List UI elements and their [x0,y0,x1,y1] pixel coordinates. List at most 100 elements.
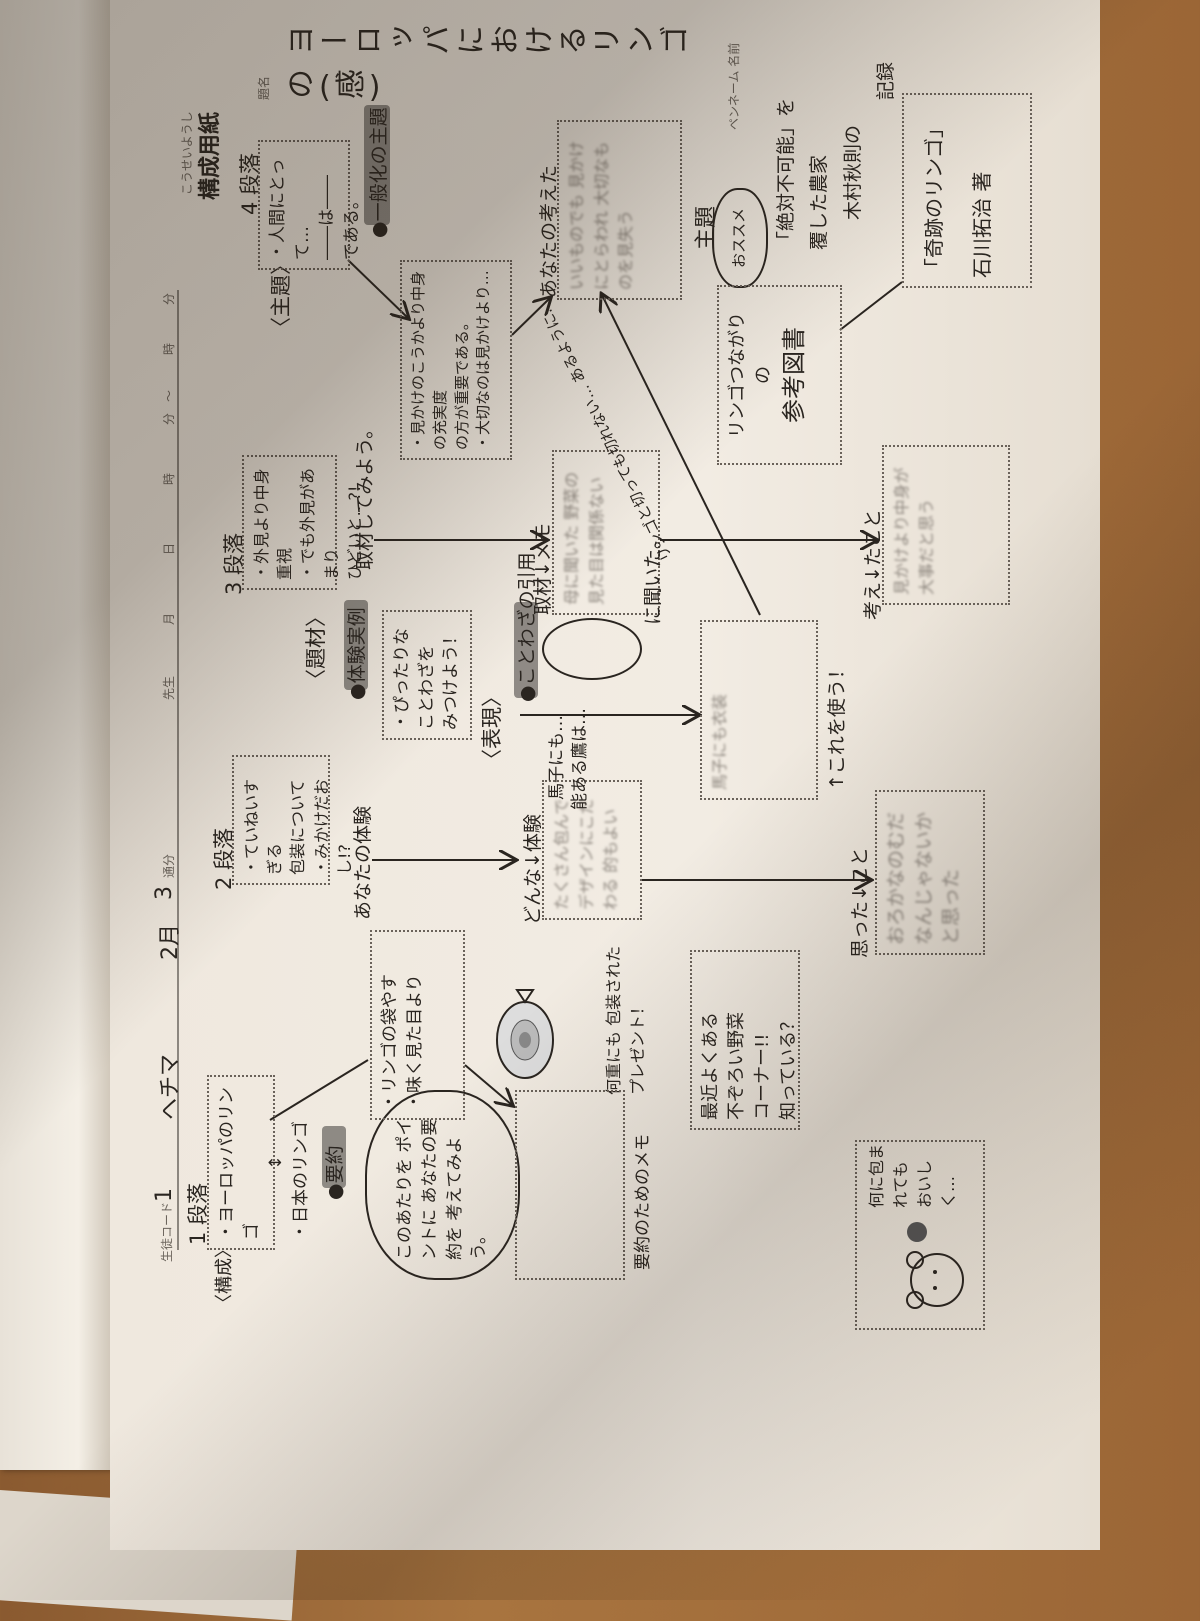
what-experience-label: どんな↓体験 [522,814,544,925]
book-note: 「絶対不可能」を 覆した農家 木村秋則の 記録 [770,62,903,250]
facing-page [0,0,112,1470]
bear-box: 何に包まれても おいしく… [855,1140,985,1330]
title-label: 題名 [257,75,271,100]
box-line: 知っている？ [778,1012,800,1120]
box-line: ・ぴったりな [392,628,412,730]
book-box: 「奇跡のリンゴ」 石川拓治 著 [902,93,1032,288]
conclusion-box: ・見かけのこうかより中身の充実度 の方が重要である。 ・大切なのは見かけより… [400,260,512,460]
sec2-box: ・ていねいすぎる 包装について ・みかけだおし!? [232,755,354,885]
box-line: ・でも外見があまり [298,467,341,580]
vegetable-box: 最近よくある 不ぞろい野菜 コーナー!! 知っている？ [690,950,800,1130]
proverb-2: 能ある鷹は… [570,708,590,810]
date-tilde: ～ [162,389,176,402]
form-title: 構成用紙 [198,111,223,200]
month: 2月 [158,924,183,960]
arrow-theme-to-conclusion [347,259,408,318]
note-line: 木村秋則の [841,124,864,220]
box-line: の方が重要である。 [452,315,471,450]
class-label: 通分 [162,853,176,878]
interviewee-cloud[interactable] [542,618,642,680]
box-line: ・リンゴの袋やす [380,974,400,1110]
date-hour-end: 時 [162,342,176,355]
box-line: ことわざを [416,645,437,730]
box-line: 何に包まれても [867,1143,910,1208]
essay-title: ヨーロッパにおけるリンゴの(感) [285,26,693,105]
interview-text: 母に聞いた 野菜の見た目は関係ない [562,471,606,605]
rose-drawing-icon [496,989,554,1079]
material-label: 〈題材〉 [304,606,328,690]
box-line: 最近よくある [700,1012,721,1120]
note-line: 記録 [874,61,897,100]
sec3-box: ・外見より中身重視 ・でも外見があまり ひどいと…?! [242,455,364,590]
consider-text: 見かけより中身が大事だと思う [892,467,936,595]
use-box[interactable]: 馬子にも衣装 [700,620,818,800]
box-line: ・大切なのは見かけより… [474,270,493,450]
worksheet: 生徒コード 1 ヘチマ 2月 3 通分 先生 月 日 時 分 ～ 時 分 こうせ… [110,0,1100,1550]
box-line: ・日本のリンゴ [290,1121,311,1240]
summary-label: ●要約 [324,1145,346,1200]
arrow-conclusion-to-theme [511,298,550,336]
interview-label: 取材↓メモ [532,523,554,615]
example-label: ●体験実例 [346,607,368,700]
use-label: ↑これを使う！ [826,660,848,790]
box-line: ・人間にとって… [268,158,313,261]
name-label: ペンネーム 名前 [727,42,741,130]
box-line: ――は―― [317,175,338,260]
sec1-box: ・ヨーロッパのリンゴ ↕ ・日本のリンゴ [207,1075,311,1250]
box-line: 包装について [288,779,308,875]
line-reference-to-book [839,281,903,331]
rose-caption: 何重にも 包装された プレゼント！ [604,945,647,1095]
consider-label: 考え↓たこと [862,509,884,620]
line-box1-to-point [269,1059,369,1121]
general-theme-label: ●一般化の主題 [368,107,390,238]
box-line: リンゴつながり [727,312,748,438]
connector-lines [177,259,903,1250]
reference-box: リンゴつながり の 参考図書 [717,285,842,465]
your-theme-text: いいものでも 見かけにとらわれ 大切なものを見失う [567,140,636,290]
box-line: 不ぞろい野菜 [726,1012,748,1120]
sec4-box: ・人間にとって… ――は―― である。 [258,140,362,270]
box-line: 参考図書 [780,327,809,423]
teacher-label: 先生 [162,675,176,700]
student-code-label: 生徒コード [160,1201,174,1262]
date-hour: 時 [162,472,176,485]
day: 3 [152,886,177,900]
diagonal-line [602,295,761,616]
box-line: ↕ [266,1155,287,1170]
date-day: 日 [162,542,176,555]
thought-box[interactable]: おろかなのむだなんじゃないかと思った [875,790,985,955]
recommend-cloud: おススメ [712,188,768,288]
date-minute-end: 分 [162,292,176,305]
date-minute: 分 [162,412,176,425]
proverb-box: ・ぴったりな ことわざを みつけよう！ [382,610,472,740]
box-line: みつけよう！ [441,628,462,730]
note-line: 覆した農家 [808,154,831,250]
point-box: ・リンゴの袋やす ・味く見た目より [370,930,465,1120]
interview-prompt: 取材してみよう。 [354,419,376,570]
box-line: 石川拓治 著 [970,171,994,278]
date-month: 月 [162,612,176,625]
experience-box[interactable]: たくさん包んで デザインにこだわる 的もよい [542,780,642,920]
student-name: ヘチマ [158,1053,183,1120]
box-line: である。 [341,192,362,260]
box-line: ・外見より中身重視 [252,468,295,580]
arrow-point-to-memo [464,1064,512,1105]
box-line: の [753,366,775,384]
thought-label: 思った↓こと [849,847,871,958]
box-line: 「奇跡のリンゴ」 [922,118,946,278]
summary-memo-box[interactable] [515,1090,625,1280]
box-line: ・ていねいすぎる [242,778,285,875]
box-line: ・見かけのこうかより中身の充実度 [409,271,449,450]
bear-drawing-icon [906,1222,964,1309]
expression-label: 〈表現〉 [480,686,504,770]
thought-text: おろかなのむだなんじゃないかと思った [885,811,963,945]
experience-text: たくさん包んで デザインにこだわる 的もよい [552,798,621,910]
note-line: 「絶対不可能」を [775,97,797,250]
consider-box[interactable]: 見かけより中身が大事だと思う [882,445,1010,605]
box-line: ・ヨーロッパのリンゴ [217,1087,262,1240]
memo-caption: 要約のためのメモ [633,1134,653,1270]
box-line: コーナー!! [752,1033,774,1120]
proverb-1: 馬子にも… [547,715,567,800]
your-theme-box[interactable]: いいものでも 見かけにとらわれ 大切なものを見失う [557,120,682,300]
apple-icon [907,1222,927,1242]
